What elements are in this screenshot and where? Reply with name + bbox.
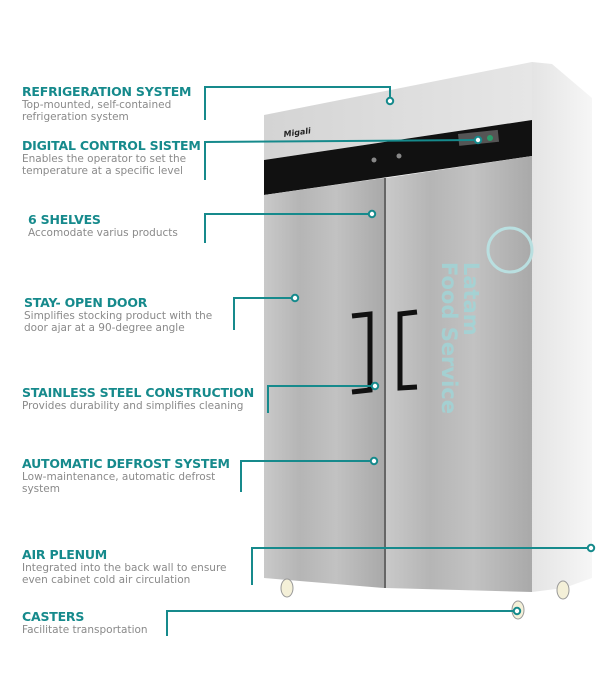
fridge-left-door	[264, 178, 384, 588]
callout-title: STAINLESS STEEL CONSTRUCTION	[22, 385, 254, 400]
right-door-handle	[397, 309, 418, 391]
callout-air-plenum: AIR PLENUM Integrated into the back wall…	[22, 547, 252, 586]
leader-line	[166, 610, 514, 636]
watermark-logo	[486, 226, 534, 274]
callout-dot-icon	[473, 135, 483, 145]
callout-description: Facilitate transportation	[22, 624, 148, 636]
callout-stay-open-door: STAY- OPEN DOOR Simplifies stocking prod…	[24, 295, 234, 334]
callout-dot-icon	[367, 209, 377, 219]
callout-stainless-steel-construction: STAINLESS STEEL CONSTRUCTION Provides du…	[22, 385, 272, 412]
left-door-handle	[351, 311, 373, 395]
callout-title: CASTERS	[22, 609, 85, 624]
leader-line	[204, 139, 476, 180]
leader-line	[251, 547, 588, 585]
leader-line	[204, 213, 369, 243]
callout-description: Provides durability and simplifies clean…	[22, 400, 244, 412]
lock-icon	[396, 153, 402, 159]
fridge-top-panel	[264, 62, 532, 160]
leader-line	[204, 86, 391, 120]
callout-title: 6 SHELVES	[28, 212, 101, 227]
fridge-side-panel	[532, 62, 592, 592]
callout-dot-icon	[369, 456, 379, 466]
callout-description: Enables the operator to set the temperat…	[22, 153, 187, 177]
callout-title: AIR PLENUM	[22, 547, 108, 562]
leader-line	[267, 385, 372, 413]
callout-casters: CASTERS Facilitate transportation	[22, 609, 172, 636]
callout-automatic-defrost-system: AUTOMATIC DEFROST SYSTEM Low-maintenance…	[22, 456, 237, 495]
callout-title: STAY- OPEN DOOR	[24, 295, 148, 310]
callout-dot-icon	[385, 96, 395, 106]
callout-description: Simplifies stocking product with the doo…	[24, 310, 213, 334]
leader-line	[240, 460, 371, 492]
callout-digital-control-sistem: DIGITAL CONTROL SISTEM Enables the opera…	[22, 138, 202, 177]
callout-description: Top-mounted, self-contained refrigeratio…	[22, 99, 172, 123]
callout-title: REFRIGERATION SYSTEM	[22, 84, 192, 99]
callout-dot-icon	[290, 293, 300, 303]
brand-logo: Migali	[283, 126, 312, 139]
callout-6-shelves: 6 SHELVES Accomodate varius products	[28, 212, 208, 239]
callout-title: DIGITAL CONTROL SISTEM	[22, 138, 201, 153]
watermark-text: Latam Food Service	[437, 262, 483, 414]
leader-line	[233, 297, 292, 330]
callout-dot-icon	[512, 606, 522, 616]
callout-dot-icon	[370, 381, 380, 391]
callout-description: Integrated into the back wall to ensure …	[22, 562, 227, 586]
callout-refrigeration-system: REFRIGERATION SYSTEM Top-mounted, self-c…	[22, 84, 212, 123]
display-led-icon	[487, 135, 493, 141]
callout-dot-icon	[586, 543, 596, 553]
callout-description: Low-maintenance, automatic defrost syste…	[22, 471, 216, 495]
callout-title: AUTOMATIC DEFROST SYSTEM	[22, 456, 230, 471]
lock-icon	[371, 157, 377, 163]
callout-description: Accomodate varius products	[28, 227, 178, 239]
